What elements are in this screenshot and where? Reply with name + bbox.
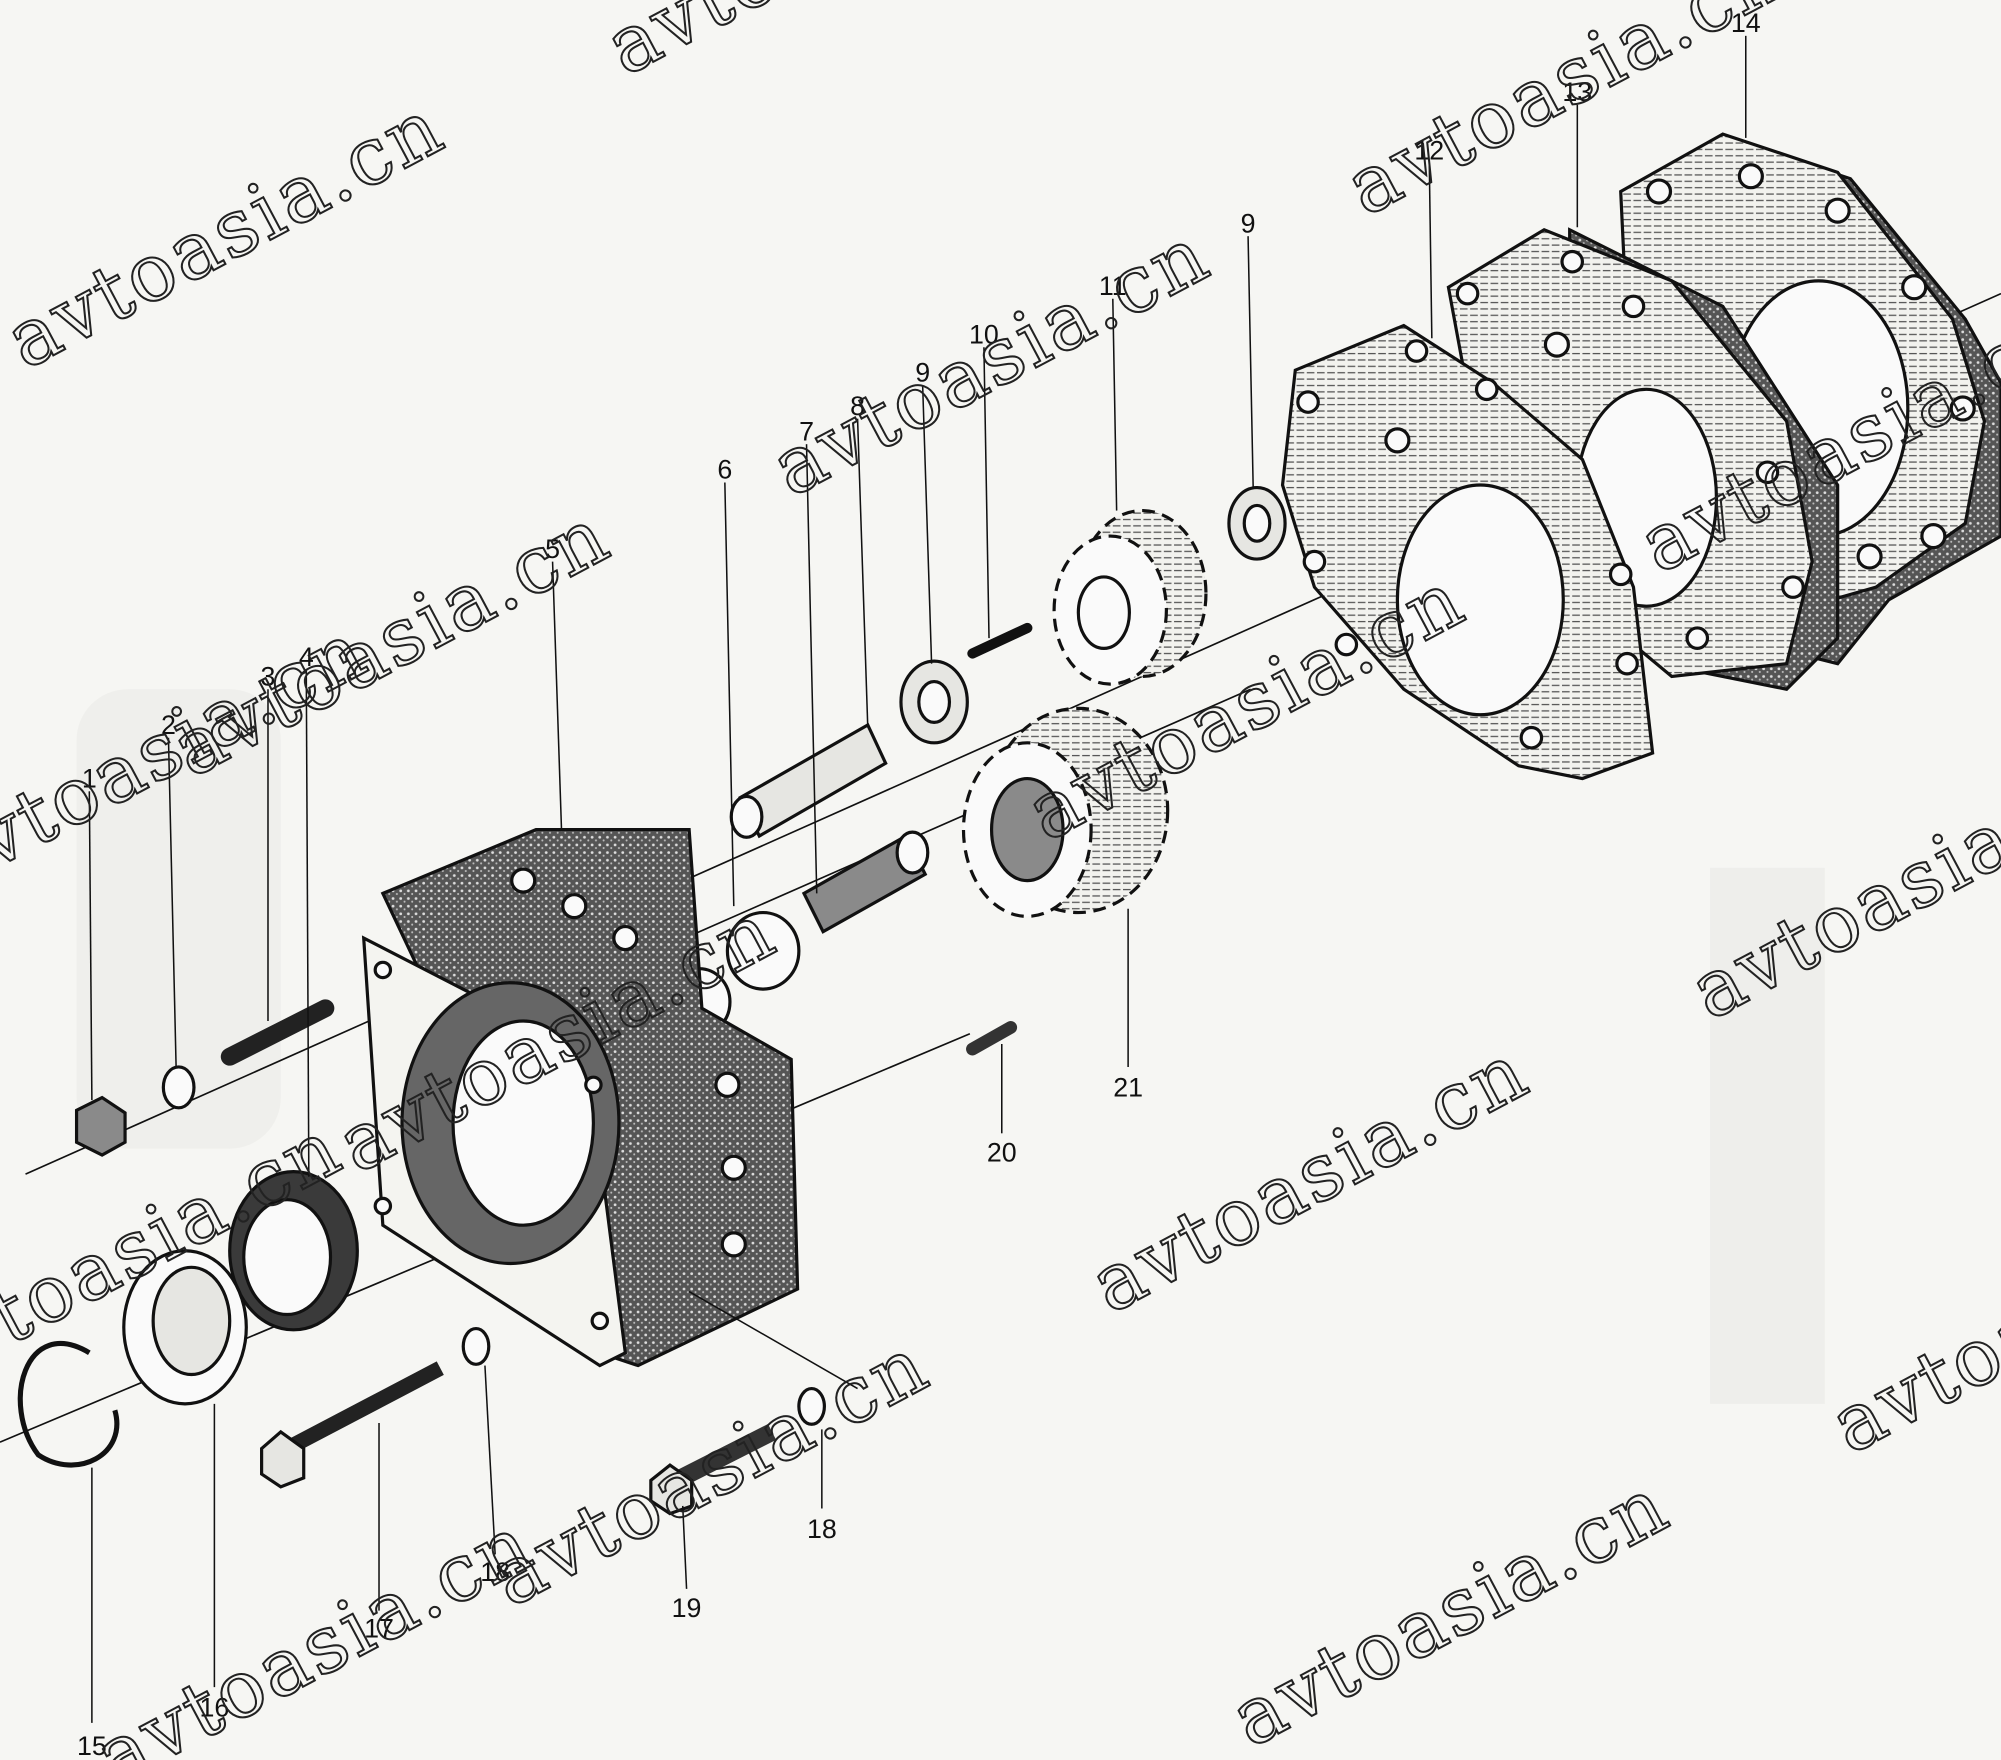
label-16: 16 xyxy=(199,1693,229,1723)
part-11-gear xyxy=(1052,508,1208,686)
label-9-right: 9 xyxy=(1241,208,1256,238)
label-21: 21 xyxy=(1113,1072,1143,1102)
label-5: 5 xyxy=(545,534,560,564)
label-4: 4 xyxy=(299,642,314,672)
watermark: avtoasia.cn xyxy=(1816,1165,2001,1472)
label-20: 20 xyxy=(987,1137,1017,1167)
part-5-pump-housing xyxy=(361,827,800,1368)
label-2: 2 xyxy=(161,710,176,740)
label-14: 14 xyxy=(1731,8,1761,38)
part-12-gasket xyxy=(1280,323,1655,781)
part-7-threaded-fitting xyxy=(801,830,930,934)
label-3: 3 xyxy=(261,661,276,691)
part-10-pin xyxy=(967,622,1033,659)
part-1-nut xyxy=(74,1095,127,1157)
watermark: avtoasia.cn xyxy=(1076,1025,1543,1332)
part-21-gear xyxy=(961,706,1170,918)
label-18-right: 18 xyxy=(807,1514,837,1544)
part-9-washer-left xyxy=(899,659,969,745)
part-17-bolt xyxy=(260,1361,444,1489)
label-6: 6 xyxy=(717,455,732,485)
part-3-stud xyxy=(220,999,335,1066)
watermark: avtoasia.cn xyxy=(1216,1459,1683,1760)
label-13: 13 xyxy=(1562,77,1592,107)
part-4-bearing xyxy=(228,1170,359,1332)
watermark: avtoasia.cn xyxy=(757,208,1224,515)
part-9-washer-right xyxy=(1227,485,1287,561)
label-10: 10 xyxy=(969,319,999,349)
part-16-seal xyxy=(122,1249,248,1406)
watermark: avtoasia.cn xyxy=(591,0,1058,93)
part-15-circlip xyxy=(17,1341,120,1468)
label-11: 11 xyxy=(1099,271,1127,301)
watermark: avtoasia.cn xyxy=(0,80,458,387)
part-20-pin xyxy=(966,1021,1018,1056)
label-18-left: 18 xyxy=(480,1557,510,1587)
label-9-left: 9 xyxy=(915,358,930,388)
label-8: 8 xyxy=(850,391,865,421)
label-19: 19 xyxy=(672,1593,702,1623)
part-number-labels: 1 2 3 4 5 6 7 8 9 10 11 9 12 13 14 15 16… xyxy=(77,8,1761,1760)
label-7: 7 xyxy=(799,416,814,446)
part-19-bolt xyxy=(649,1423,777,1516)
part-8-shaft xyxy=(729,722,888,839)
background-bleed-through xyxy=(76,689,1825,1404)
label-15: 15 xyxy=(77,1731,107,1760)
part-18-washer-right xyxy=(797,1386,826,1426)
watermark: avtoasia.cn xyxy=(81,1497,548,1760)
part-18-washer-left xyxy=(461,1326,491,1366)
part-2-spring-washer xyxy=(161,1065,196,1110)
label-1: 1 xyxy=(82,763,97,793)
label-17: 17 xyxy=(364,1613,394,1643)
leader-lines xyxy=(88,35,1747,1723)
label-12: 12 xyxy=(1414,136,1444,166)
